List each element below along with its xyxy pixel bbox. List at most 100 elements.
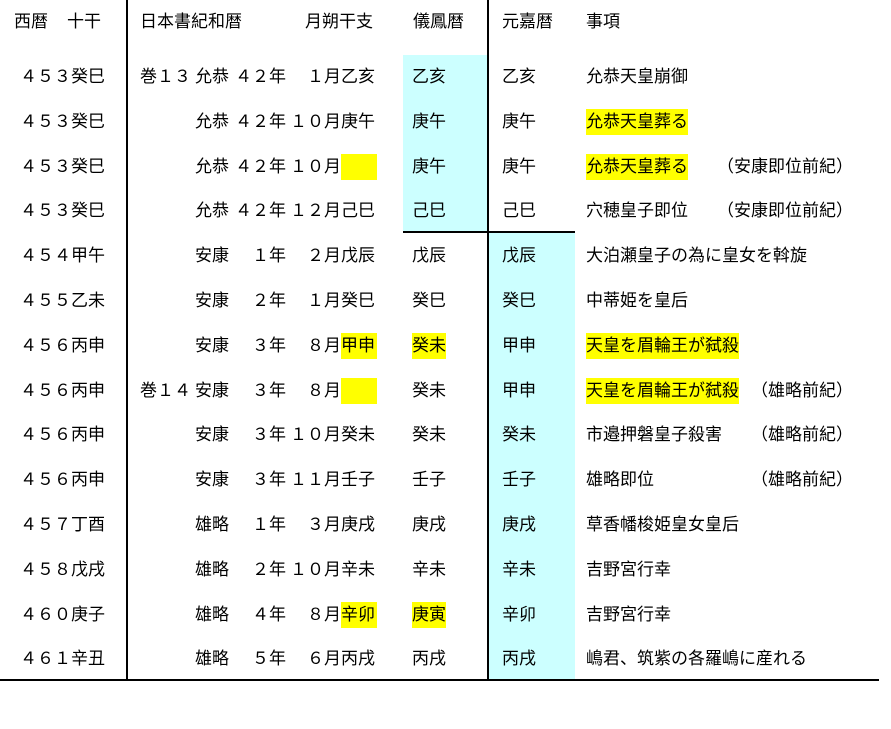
western-year-cell: ４５６丙申: [20, 470, 105, 490]
giho-cell: 己巳: [412, 201, 446, 221]
giho-cyan-shade: [403, 55, 488, 232]
reign-year-cell: ２年: [252, 560, 286, 580]
era-cell: 安康: [195, 336, 229, 356]
volume-cell: 巻１３: [140, 67, 191, 87]
month-cell: １０月: [290, 157, 341, 177]
event-cell: 市邉押磐皇子殺害: [586, 425, 722, 445]
month-cell: ６月: [307, 649, 341, 669]
genka-cyan-shade: [489, 233, 575, 680]
volume-cell: 巻１４: [140, 381, 191, 401]
section-divider: [403, 231, 575, 233]
header-event: 事項: [586, 12, 620, 32]
month-cell: １２月: [290, 201, 341, 221]
giho-cell: 庚寅: [412, 602, 446, 628]
era-cell: 安康: [195, 381, 229, 401]
giho-cell: 辛未: [412, 560, 446, 580]
era-cell: 安康: [195, 246, 229, 266]
giho-cell: 癸未: [412, 381, 446, 401]
reign-year-cell: ４２年: [235, 67, 286, 87]
header-kanshi: 月朔干支: [305, 12, 373, 32]
kanshi-cell: 甲申: [341, 333, 377, 359]
kanshi-cell: 癸未: [341, 425, 375, 445]
western-year-cell: ４５６丙申: [20, 336, 105, 356]
era-cell: 允恭: [195, 157, 229, 177]
western-year-cell: ４５４甲午: [20, 246, 105, 266]
genka-cell: 丙戌: [502, 649, 536, 669]
header-nihonshoki: 日本書紀和暦: [140, 12, 242, 32]
month-cell: ８月: [307, 336, 341, 356]
event-cell: 草香幡梭姫皇女皇后: [586, 515, 739, 535]
event-cell: 嶋君、筑紫の各羅嶋に産れる: [586, 649, 807, 669]
western-year-cell: ４５６丙申: [20, 381, 105, 401]
kanshi-cell: [341, 154, 377, 180]
reign-year-cell: １年: [252, 246, 286, 266]
header-western: 西暦: [14, 12, 48, 32]
era-cell: 允恭: [195, 112, 229, 132]
western-year-cell: ４５７丁酉: [20, 515, 105, 535]
giho-cell: 壬子: [412, 470, 446, 490]
event-cell: 允恭天皇葬る: [586, 109, 688, 135]
era-cell: 安康: [195, 470, 229, 490]
genka-cell: 甲申: [502, 336, 536, 356]
giho-cell: 庚午: [412, 157, 446, 177]
event-cell: 天皇を眉輪王が弑殺: [586, 378, 739, 404]
reign-year-cell: ３年: [252, 336, 286, 356]
giho-cell: 乙亥: [412, 67, 446, 87]
era-cell: 雄略: [195, 649, 229, 669]
genka-cell: 辛卯: [502, 605, 536, 625]
kanshi-cell: 癸巳: [341, 291, 375, 311]
month-cell: ８月: [307, 381, 341, 401]
genka-cell: 癸未: [502, 425, 536, 445]
era-cell: 安康: [195, 291, 229, 311]
reign-year-cell: ３年: [252, 425, 286, 445]
month-cell: ２月: [307, 246, 341, 266]
kanshi-cell: 庚午: [341, 112, 375, 132]
event-cell: 吉野宮行幸: [586, 560, 671, 580]
genka-cell: 庚戌: [502, 515, 536, 535]
kanshi-cell: 戊辰: [341, 246, 375, 266]
era-cell: 安康: [195, 425, 229, 445]
western-year-cell: ４５３癸巳: [20, 67, 105, 87]
kanshi-cell: 壬子: [341, 470, 375, 490]
era-cell: 允恭: [195, 67, 229, 87]
event-cell: 大泊瀬皇子の為に皇女を斡旋: [586, 246, 807, 266]
era-cell: 雄略: [195, 560, 229, 580]
note-cell: （雄略前紀）: [751, 425, 853, 445]
event-cell: 天皇を眉輪王が弑殺: [586, 333, 739, 359]
genka-cell: 乙亥: [502, 67, 536, 87]
reign-year-cell: ４２年: [235, 157, 286, 177]
reign-year-cell: ４２年: [235, 201, 286, 221]
genka-cell: 戊辰: [502, 246, 536, 266]
giho-cell: 戊辰: [412, 246, 446, 266]
month-cell: １０月: [290, 112, 341, 132]
event-cell: 雄略即位: [586, 470, 654, 490]
genka-cell: 壬子: [502, 470, 536, 490]
month-cell: １月: [307, 291, 341, 311]
event-cell: 允恭天皇崩御: [586, 67, 688, 87]
kanshi-cell: [341, 378, 377, 404]
era-cell: 雄略: [195, 605, 229, 625]
genka-cell: 癸巳: [502, 291, 536, 311]
era-cell: 雄略: [195, 515, 229, 535]
reign-year-cell: ４年: [252, 605, 286, 625]
genka-cell: 庚午: [502, 157, 536, 177]
western-year-cell: ４５３癸巳: [20, 201, 105, 221]
kanshi-cell: 丙戌: [341, 649, 375, 669]
kanshi-cell: 己巳: [341, 201, 375, 221]
western-year-cell: ４５５乙未: [20, 291, 105, 311]
event-cell: 中蒂姫を皇后: [586, 291, 688, 311]
kanshi-cell: 乙亥: [341, 67, 375, 87]
genka-cell: 己巳: [502, 201, 536, 221]
western-year-cell: ４６１辛丑: [20, 649, 105, 669]
note-cell: （雄略前紀）: [751, 470, 853, 490]
kanshi-cell: 辛未: [341, 560, 375, 580]
table-bottom-border: [0, 679, 879, 681]
header-jikkan: 十干: [67, 12, 101, 32]
western-year-cell: ４５３癸巳: [20, 112, 105, 132]
giho-cell: 癸未: [412, 425, 446, 445]
month-cell: ８月: [307, 605, 341, 625]
western-year-cell: ４５６丙申: [20, 425, 105, 445]
reign-year-cell: ３年: [252, 470, 286, 490]
note-cell: （安康即位前紀）: [717, 157, 853, 177]
